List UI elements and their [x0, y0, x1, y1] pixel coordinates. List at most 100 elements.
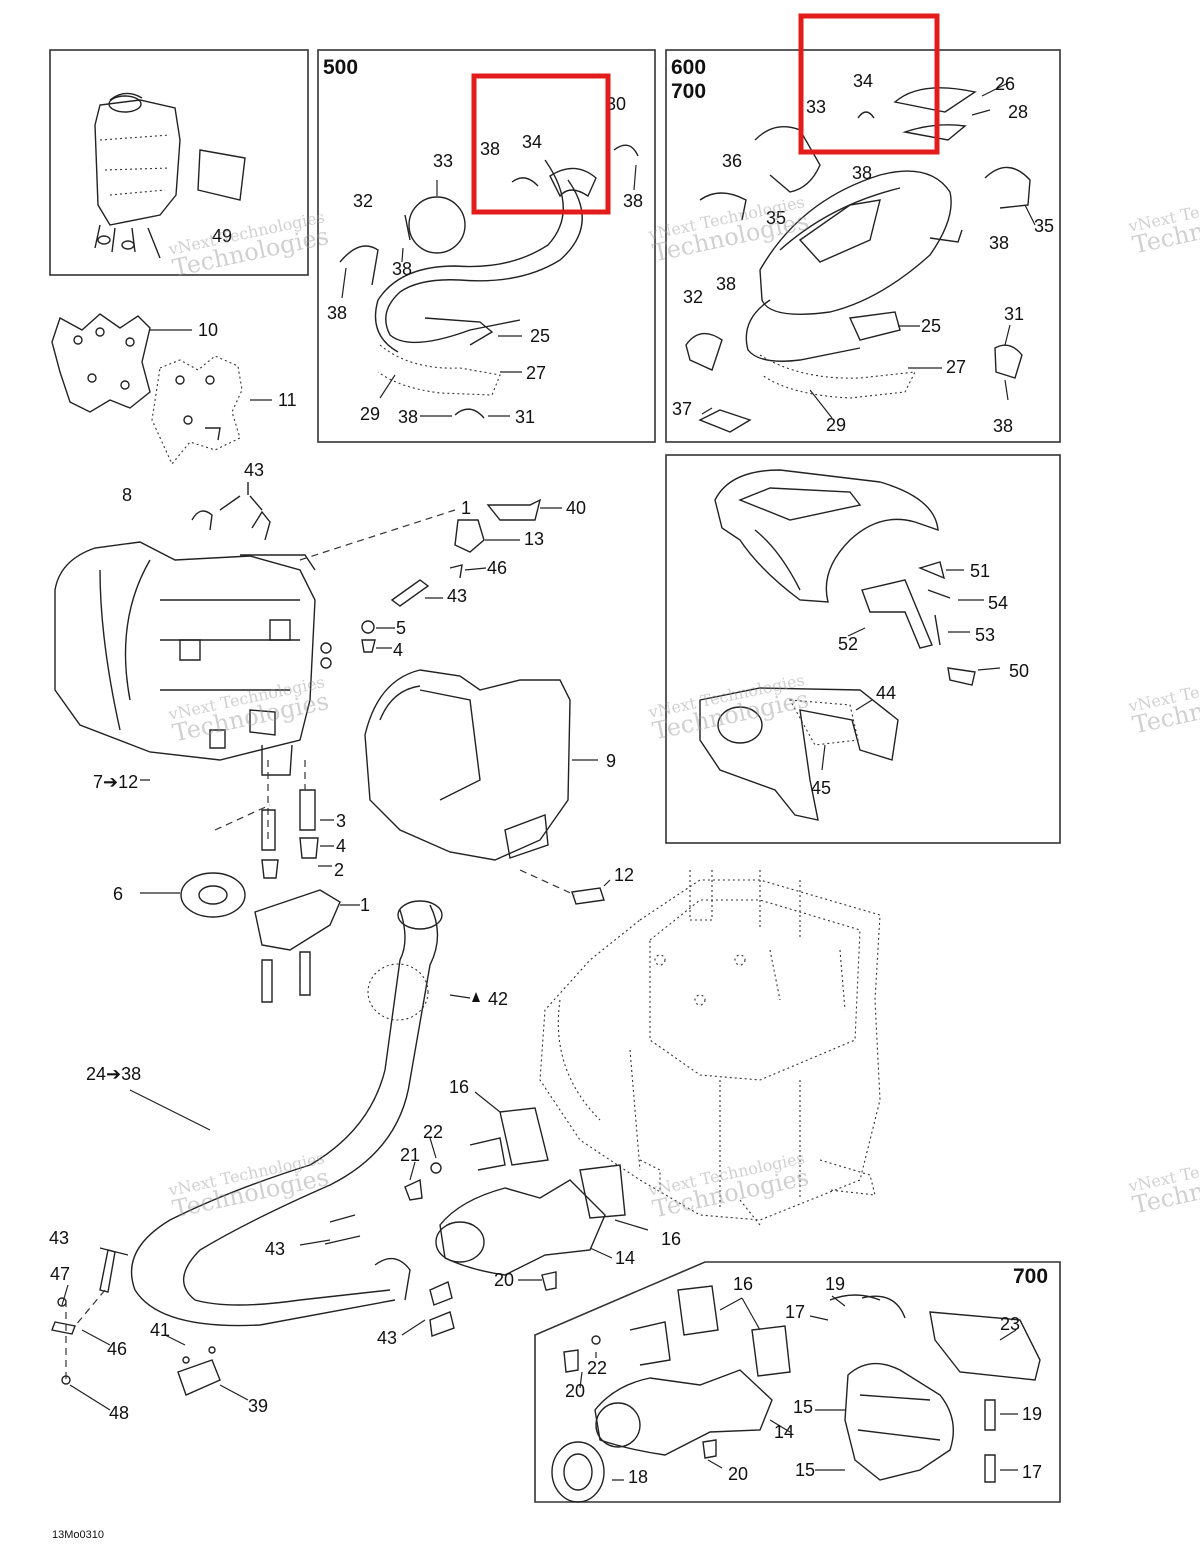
callout-32-500: 32 [353, 191, 373, 211]
grommet-4 [261, 837, 319, 879]
callout-49: 49 [212, 226, 232, 246]
callout-21: 21 [400, 1145, 420, 1165]
callout-14-700: 14 [774, 1422, 794, 1442]
callout-17-700-right: 17 [1022, 1462, 1042, 1482]
leader-42 [449, 994, 471, 999]
oil-tank-panel [49, 49, 309, 276]
lower-shield [699, 687, 899, 821]
callout-38-500-left: 38 [327, 303, 347, 323]
block-13 [454, 519, 485, 553]
clip-19-700-top [861, 1295, 906, 1319]
callout-19-700-right: 19 [1022, 1404, 1042, 1424]
callout-1-bottom: 1 [360, 895, 370, 915]
panel-700-intake-header: 700 [1013, 1265, 1048, 1288]
callout-8: 8 [122, 485, 132, 505]
callout-28-600: 28 [1008, 102, 1028, 122]
strip-53 [934, 614, 941, 646]
screw-20 [541, 1271, 557, 1291]
callout-54: 54 [988, 593, 1008, 613]
callout-3: 3 [336, 811, 346, 831]
rubber-adapter-15 [844, 1362, 954, 1481]
callout-43-main-right: 43 [377, 1328, 397, 1348]
callout-43-top: 43 [244, 460, 264, 480]
callout-12: 12 [614, 865, 634, 885]
callout-45: 45 [811, 778, 831, 798]
callout-10: 10 [198, 320, 218, 340]
callout-5: 5 [396, 618, 406, 638]
callout-40: 40 [566, 498, 586, 518]
callout-20-700-top: 20 [565, 1381, 585, 1401]
callout-27-600: 27 [946, 357, 966, 377]
highlight-box-600 [798, 13, 940, 155]
clamp-31-500 [454, 408, 485, 419]
screw-20-700 [563, 1349, 579, 1373]
callout-20-main: 20 [494, 1270, 514, 1290]
callout-41: 41 [150, 1320, 170, 1340]
spring-43-mid [390, 579, 430, 607]
callout-15-700-bottom: 15 [795, 1460, 815, 1480]
callout-46-mid: 46 [487, 558, 507, 578]
spring-500 [404, 214, 411, 241]
spring-34-600 [857, 111, 875, 119]
bolt-12 [571, 887, 605, 905]
callout-2: 2 [334, 860, 344, 880]
washer-22-700 [591, 1335, 601, 1345]
shield-28-600 [902, 124, 967, 141]
callout-38-500-top: 38 [480, 139, 500, 159]
drop-icon [472, 992, 480, 1002]
callout-1-top: 1 [461, 498, 471, 518]
bracket-1 [254, 889, 341, 951]
callout-4-top: 4 [393, 640, 403, 660]
tuned-pipe-500 [374, 159, 583, 396]
clamp-32-500 [339, 245, 379, 286]
callout-38-600-top: 38 [852, 163, 872, 183]
panel-700-intake [534, 1261, 1061, 1503]
spring-17-700-top [829, 1294, 881, 1301]
callout-18: 18 [628, 1467, 648, 1487]
callout-24-to-38: 24➔38 [86, 1064, 141, 1084]
callout-39: 39 [248, 1396, 268, 1416]
drawing-code: 13Mo0310 [52, 1529, 104, 1541]
gasket-11 [151, 355, 272, 466]
plate-50 [947, 667, 976, 686]
grommet-6 [180, 872, 246, 918]
clamp-38-500 [511, 177, 539, 187]
spring-43-top [191, 510, 213, 531]
nut-5 [361, 620, 375, 634]
callout-26-600: 26 [995, 74, 1015, 94]
callout-15-700-top: 15 [793, 1397, 813, 1417]
callout-31-600: 31 [1004, 304, 1024, 324]
callout-22-700: 22 [587, 1358, 607, 1378]
muffler-8 [54, 541, 316, 776]
callout-47: 47 [50, 1264, 70, 1284]
callout-44: 44 [876, 683, 896, 703]
clamp-35-600 [984, 166, 1031, 209]
callout-16-main-left: 16 [449, 1077, 469, 1097]
callout-38-600-right: 38 [989, 233, 1009, 253]
callout-34-500: 34 [522, 132, 542, 152]
spring-3 [261, 789, 316, 851]
callout-30-500: 30 [606, 94, 626, 114]
washer-22 [430, 1162, 442, 1174]
plate-39 [177, 1359, 221, 1396]
callout-9: 9 [606, 751, 616, 771]
exhaust-manifold-main [51, 1091, 649, 1396]
callout-35-600-left: 35 [766, 208, 786, 228]
callout-6: 6 [113, 884, 123, 904]
callout-37-600: 37 [672, 399, 692, 419]
bushing-4 [361, 639, 376, 653]
bracket-52 [861, 579, 933, 649]
callout-32-600: 32 [683, 287, 703, 307]
ring-18 [551, 1441, 605, 1503]
callout-11: 11 [278, 390, 297, 410]
callout-38-600-bottom: 38 [993, 416, 1013, 436]
tuned-pipe-main [61, 900, 443, 1411]
callout-38-500-bottom: 38 [398, 407, 418, 427]
clip-51 [917, 561, 946, 580]
callout-27-500: 27 [526, 363, 546, 383]
engine-block [539, 870, 881, 1226]
clip-46 [449, 564, 463, 579]
callout-22-main: 22 [423, 1122, 443, 1142]
